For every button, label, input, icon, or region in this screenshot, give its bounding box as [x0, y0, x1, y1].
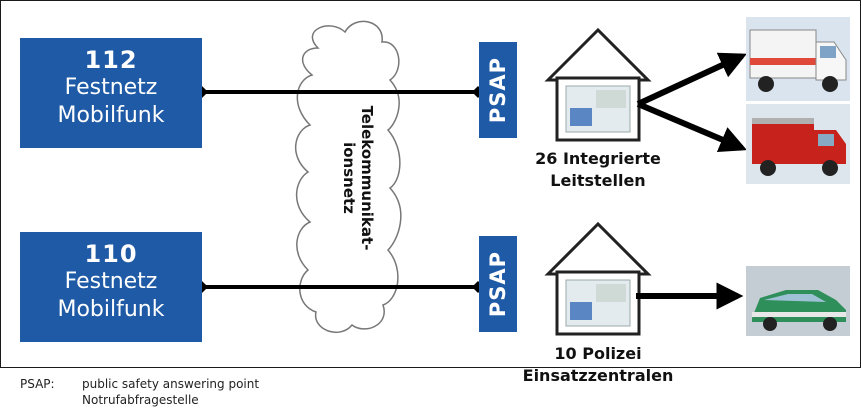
network-type-label: Mobilfunk	[57, 103, 165, 128]
caption-line: Leitstellen	[550, 171, 646, 190]
network-label: Telekommunikat- ionsnetz	[340, 106, 376, 251]
legend: PSAP: public safety answering point Notru…	[20, 376, 259, 408]
emergency-112-box: 112 Festnetz Mobilfunk	[20, 38, 202, 148]
psap-box: PSAP	[479, 42, 517, 138]
caption-line: Einsatzzentralen	[522, 366, 674, 385]
cloud-shape	[294, 20, 402, 334]
psap-label: PSAP	[486, 56, 510, 124]
ambulance-photo	[746, 17, 850, 101]
house-icon	[544, 221, 652, 336]
network-label-line: Telekommunikat-	[358, 105, 376, 251]
network-type-label: Festnetz	[64, 269, 158, 294]
arrow-to-fire-truck	[636, 101, 747, 153]
arrow-to-ambulance	[636, 52, 747, 107]
emergency-110-box: 110 Festnetz Mobilfunk	[20, 232, 202, 342]
police-car-photo	[746, 266, 850, 336]
legend-key: PSAP:	[20, 377, 55, 391]
network-label-line: ionsnetz	[340, 142, 358, 214]
psap-label: PSAP	[486, 250, 510, 318]
network-type-label: Festnetz	[64, 75, 158, 100]
caption-line: 26 Integrierte	[535, 149, 661, 168]
emergency-number: 110	[84, 240, 138, 268]
fire-truck-photo	[746, 104, 850, 184]
legend-line: Notrufabfragestelle	[82, 393, 199, 407]
caption-line: 10 Polizei	[554, 344, 642, 363]
center-caption: 26 Integrierte Leitstellen	[518, 148, 678, 192]
legend-line: public safety answering point	[82, 377, 260, 391]
center-caption: 10 Polizei Einsatzzentralen	[508, 343, 688, 387]
emergency-number: 112	[84, 46, 138, 74]
house-icon	[544, 27, 652, 142]
network-type-label: Mobilfunk	[57, 297, 165, 322]
psap-box: PSAP	[479, 236, 517, 332]
